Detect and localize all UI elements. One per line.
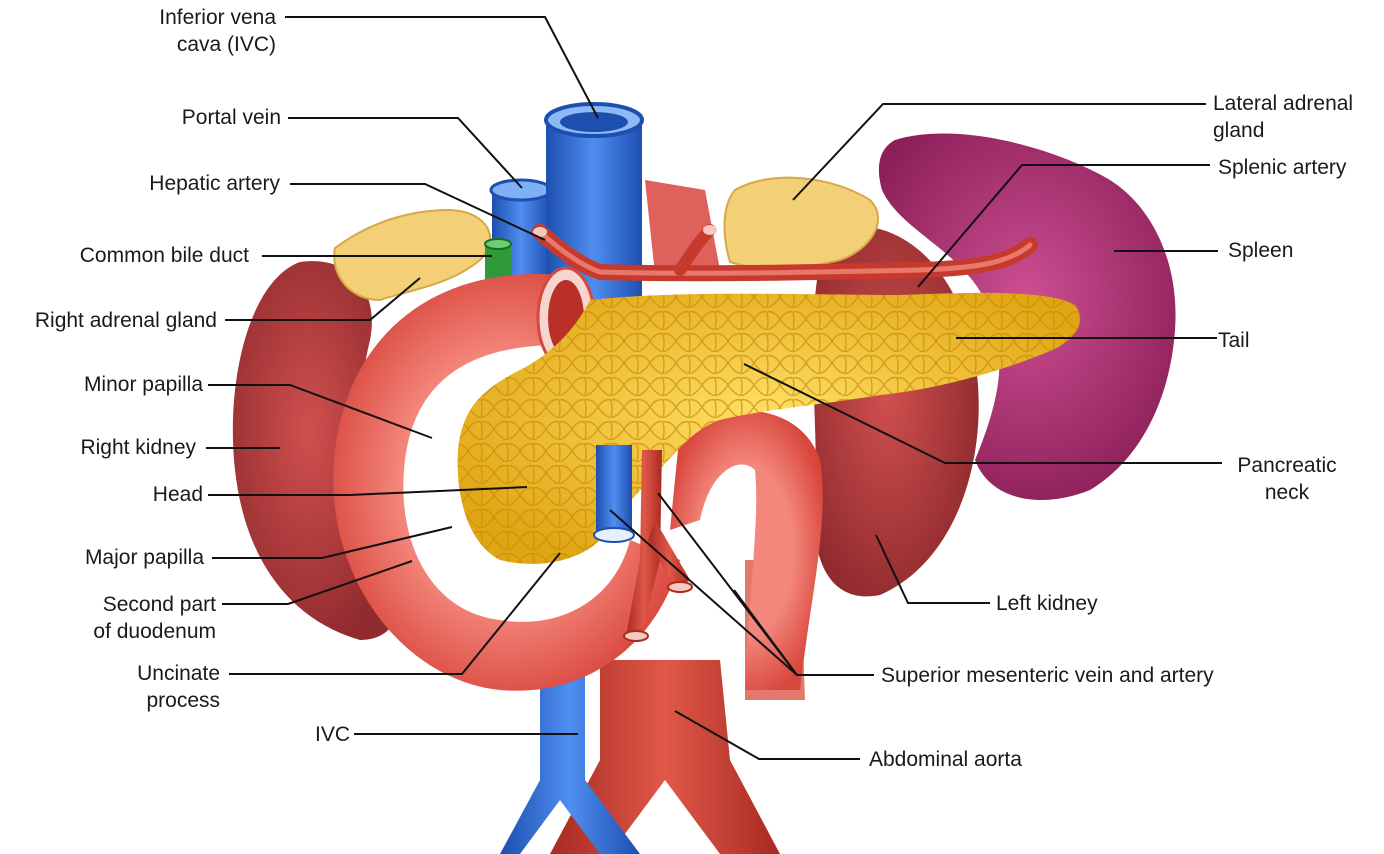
label-right-kidney: Right kidney bbox=[80, 436, 196, 459]
label-inferior-vena-cava: Inferior vena cava (IVC) bbox=[159, 6, 276, 56]
label-common-bile-duct: Common bile duct bbox=[79, 244, 249, 267]
label-tail: Tail bbox=[1218, 329, 1250, 352]
label-pancreatic-neck: Pancreatic neck bbox=[1237, 454, 1337, 504]
label-major-papilla: Major papilla bbox=[84, 546, 204, 569]
label-portal-vein: Portal vein bbox=[181, 106, 281, 129]
label-minor-papilla: Minor papilla bbox=[83, 373, 203, 396]
label-second-part-duodenum: Second part of duodenum bbox=[93, 593, 216, 643]
label-left-kidney: Left kidney bbox=[996, 592, 1098, 615]
label-splenic-artery: Splenic artery bbox=[1218, 156, 1347, 179]
label-abdominal-aorta: Abdominal aorta bbox=[869, 748, 1022, 771]
label-uncinate-process: Uncinate process bbox=[137, 662, 220, 712]
label-ivc: IVC bbox=[314, 723, 350, 746]
label-lateral-adrenal-gland: Lateral adrenal gland bbox=[1213, 92, 1354, 142]
duodenum-ascending-shape bbox=[670, 410, 823, 690]
duodenum-shape bbox=[333, 273, 680, 691]
label-right-adrenal-gland: Right adrenal gland bbox=[34, 309, 217, 332]
label-head: Head bbox=[152, 483, 203, 506]
label-superior-mesenteric-vein-artery: Superior mesenteric vein and artery bbox=[881, 664, 1214, 687]
diaphragm-crus-shape bbox=[645, 180, 720, 275]
leader-lines bbox=[206, 16, 1222, 760]
celiac-arteries-shape bbox=[532, 224, 1038, 282]
label-hepatic-artery: Hepatic artery bbox=[149, 172, 280, 195]
label-spleen: Spleen bbox=[1228, 239, 1294, 262]
ivc-lower-shape bbox=[500, 640, 640, 854]
